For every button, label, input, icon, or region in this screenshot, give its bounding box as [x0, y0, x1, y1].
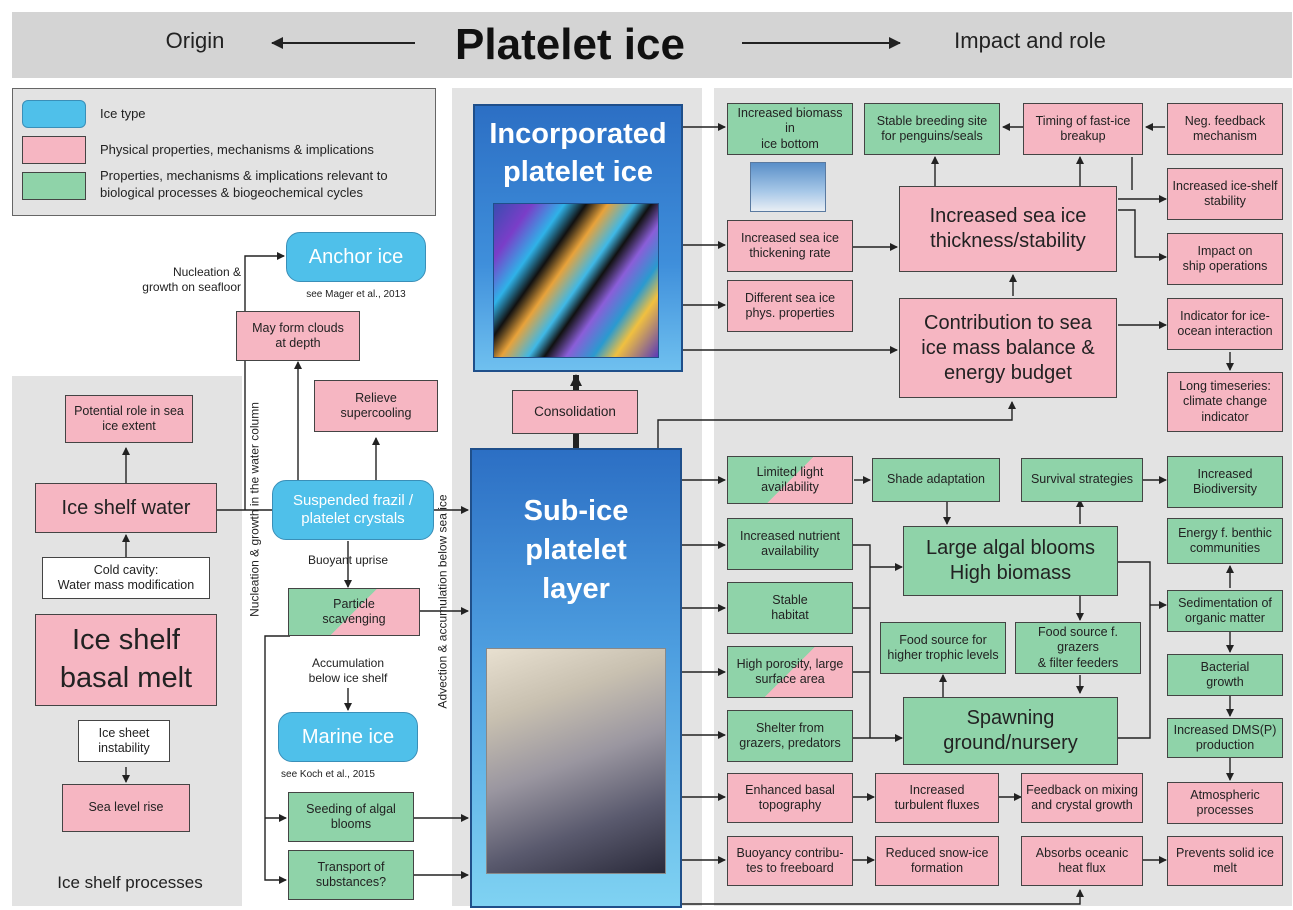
incorporated-title: Incorporated platelet ice — [489, 118, 667, 188]
scavenging-box: Particle scavenging — [288, 588, 420, 636]
legend-swatch-ice — [22, 100, 86, 128]
clouds-box: May form clouds at depth — [236, 311, 360, 361]
penguin-photo — [750, 162, 826, 212]
porosity-box: High porosity, large surface area — [727, 646, 853, 698]
title-banner — [12, 12, 1292, 78]
sedimentation-box: Sedimentation of organic matter — [1167, 590, 1283, 632]
potential-role-box: Potential role in sea ice extent — [65, 395, 193, 443]
region-label: Ice shelf processes — [57, 873, 203, 892]
blooms-box: Large algal blooms High biomass — [903, 526, 1118, 596]
sheet-instability-box: Ice sheet instability — [78, 720, 170, 762]
anchor-ice-ref: see Mager et al., 2013 — [306, 289, 406, 300]
habitat-box: Stable habitat — [727, 582, 853, 634]
buoyancy-box: Buoyancy contribu- tes to freeboard — [727, 836, 853, 886]
dms-box: Increased DMS(P) production — [1167, 718, 1283, 758]
contribution-box: Contribution to sea ice mass balance & e… — [899, 298, 1117, 398]
consolidation-box: Consolidation — [512, 390, 638, 434]
atmospheric-box: Atmospheric processes — [1167, 782, 1283, 824]
bacterial-box: Bacterial growth — [1167, 654, 1283, 696]
sea-level-box: Sea level rise — [62, 784, 190, 832]
legend-swatch-biological — [22, 172, 86, 200]
timing-box: Timing of fast-ice breakup — [1023, 103, 1143, 155]
nucleation-seafloor-label: Nucleation & growth on seafloor — [142, 265, 241, 294]
suspended-box: Suspended frazil / platelet crystals — [272, 480, 434, 540]
neg-feedback-box: Neg. feedback mechanism — [1167, 103, 1283, 155]
shelter-box: Shelter from grazers, predators — [727, 710, 853, 762]
thickening-rate-box: Increased sea ice thickening rate — [727, 220, 853, 272]
basal-topo-box: Enhanced basal topography — [727, 773, 853, 823]
shade-box: Shade adaptation — [872, 458, 1000, 502]
relieve-box: Relieve supercooling — [314, 380, 438, 432]
spawning-box: Spawning ground/nursery — [903, 697, 1118, 765]
ship-ops-box: Impact on ship operations — [1167, 233, 1283, 285]
advection-label: Advection & accumulation below sea ice — [435, 494, 450, 709]
page-title: Platelet ice — [455, 20, 685, 69]
anchor-ice-box: Anchor ice — [286, 232, 426, 282]
crystal-photo — [493, 203, 659, 358]
marine-ice-box: Marine ice — [278, 712, 418, 762]
nucleation-column-label: Nucleation & growth in the water column — [247, 402, 262, 617]
legend-swatch-physical — [22, 136, 86, 164]
platelet-photo — [486, 648, 666, 874]
snow-ice-box: Reduced snow-ice formation — [875, 836, 999, 886]
food-higher-box: Food source for higher trophic levels — [880, 622, 1006, 674]
shelf-stability-box: Increased ice-shelf stability — [1167, 168, 1283, 220]
legend-ice-type: Ice type — [100, 106, 146, 121]
feedback-mixing-box: Feedback on mixing and crystal growth — [1021, 773, 1143, 823]
thickness-box: Increased sea ice thickness/stability — [899, 186, 1117, 272]
ice-shelf-water-box: Ice shelf water — [35, 483, 217, 533]
survival-box: Survival strategies — [1021, 458, 1143, 502]
accumulation-label: Accumulation below ice shelf — [308, 656, 388, 685]
limited-light-box: Limited light availability — [727, 456, 853, 504]
nutrient-box: Increased nutrient availability — [727, 518, 853, 570]
cold-cavity-box: Cold cavity: Water mass modification — [42, 557, 210, 599]
seeding-box: Seeding of algal blooms — [288, 792, 414, 842]
legend-physical: Physical properties, mechanisms & implic… — [100, 142, 374, 157]
food-grazers-box: Food source f. grazers & filter feeders — [1015, 622, 1141, 674]
subice-title: Sub-ice platelet layer — [523, 495, 629, 606]
biodiversity-box: Increased Biodiversity — [1167, 456, 1283, 508]
marine-ice-ref: see Koch et al., 2015 — [281, 769, 375, 780]
turbulent-box: Increased turbulent fluxes — [875, 773, 999, 823]
buoyant-label: Buoyant uprise — [307, 553, 389, 567]
biomass-bottom-box: Increased biomass in ice bottom — [727, 103, 853, 155]
breeding-box: Stable breeding site for penguins/seals — [864, 103, 1000, 155]
basal-melt-box: Ice shelf basal melt — [35, 614, 217, 706]
oceanic-heat-box: Absorbs oceanic heat flux — [1021, 836, 1143, 886]
transport-box: Transport of substances? — [288, 850, 414, 900]
legend-biological: Properties, mechanisms & implications re… — [100, 168, 388, 200]
impact-label: Impact and role — [954, 28, 1106, 53]
origin-label: Origin — [165, 28, 225, 53]
timeseries-box: Long timeseries: climate change indicato… — [1167, 372, 1283, 432]
phys-props-box: Different sea ice phys. properties — [727, 280, 853, 332]
indicator-box: Indicator for ice- ocean interaction — [1167, 298, 1283, 350]
prevents-melt-box: Prevents solid ice melt — [1167, 836, 1283, 886]
benthic-box: Energy f. benthic communities — [1167, 518, 1283, 564]
